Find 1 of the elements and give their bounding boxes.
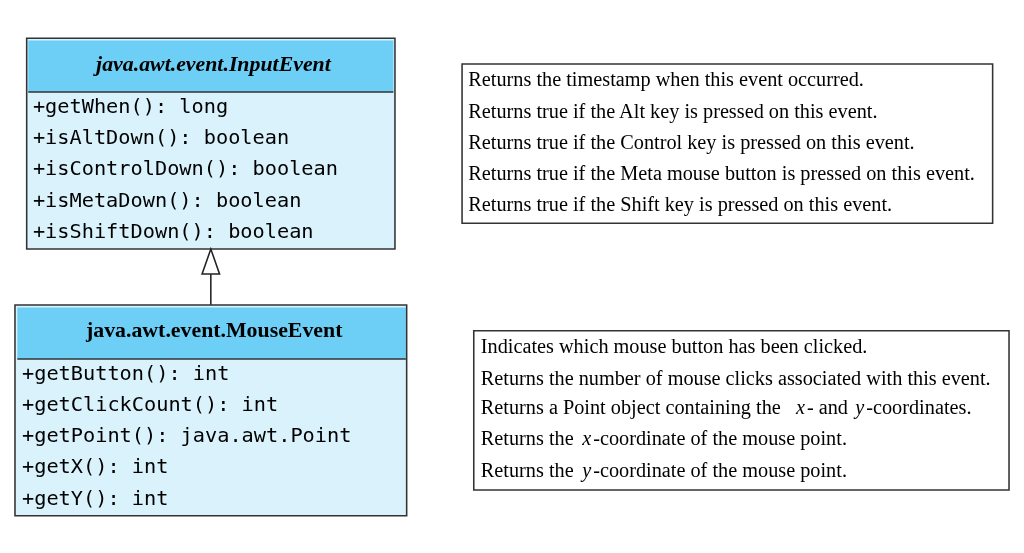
arrow — [201, 246, 221, 305]
